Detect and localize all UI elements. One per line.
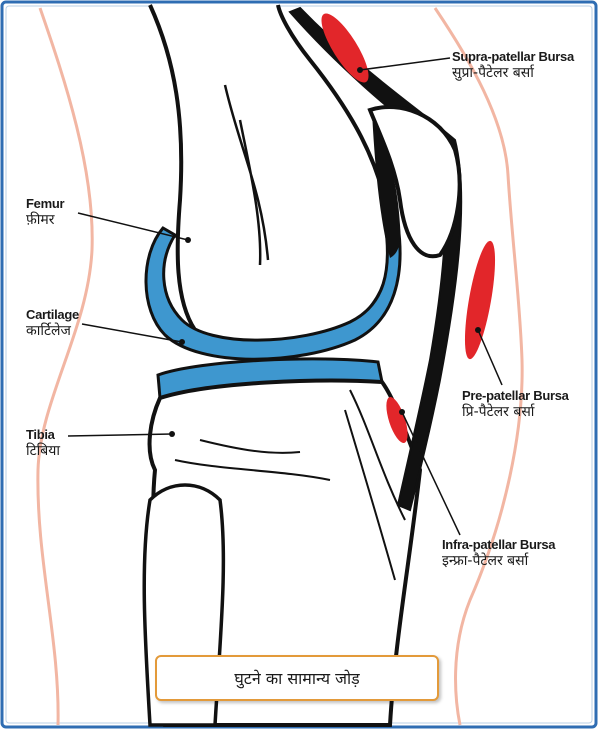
skin-outline-back (38, 8, 92, 725)
caption-text: घुटने का सामान्य जोड़ (234, 667, 359, 689)
cartilage-dot (179, 339, 185, 345)
femur-dot (185, 237, 191, 243)
femur-label-en: Femur (26, 197, 64, 212)
tibia-label-en: Tibia (26, 428, 60, 443)
pre-patellar-label-en: Pre-patellar Bursa (462, 389, 569, 404)
tibia-label: Tibia टिबिया (26, 428, 60, 459)
leader-line-pre (478, 330, 502, 385)
femur-label-hi: फ़ीमर (26, 212, 64, 228)
skin-outline-front (435, 8, 522, 725)
supra-patellar-label-en: Supra-patellar Bursa (452, 50, 574, 65)
infra-patellar-label-hi: इन्फ्रा-पैटेलर बर्सा (442, 553, 555, 569)
femur-label: Femur फ़ीमर (26, 197, 64, 228)
leader-line-supra (360, 58, 450, 70)
pre-patellar-label-hi: प्रि-पैटेलर बर्सा (462, 404, 569, 420)
infra-patellar-label-en: Infra-patellar Bursa (442, 538, 555, 553)
infra-patellar-label: Infra-patellar Bursa इन्फ्रा-पैटेलर बर्स… (442, 538, 555, 569)
supra-patellar-label-hi: सुप्रा-पैटेलर बर्सा (452, 65, 574, 81)
pre-patellar-label: Pre-patellar Bursa प्रि-पैटेलर बर्सा (462, 389, 569, 420)
cartilage-label: Cartilage कार्टिलेज (26, 308, 79, 339)
supra-patellar-dot (357, 67, 363, 73)
cartilage-label-hi: कार्टिलेज (26, 323, 79, 339)
caption-box: घुटने का सामान्य जोड़ (155, 655, 439, 701)
tibia-label-hi: टिबिया (26, 443, 60, 459)
cartilage-label-en: Cartilage (26, 308, 79, 323)
pre-patellar-bursa (459, 239, 502, 361)
leader-line-femur (78, 213, 188, 240)
infra-patellar-dot (399, 409, 405, 415)
tibia-dot (169, 431, 175, 437)
supra-patellar-label: Supra-patellar Bursa सुप्रा-पैटेलर बर्सा (452, 50, 574, 81)
pre-patellar-dot (475, 327, 481, 333)
